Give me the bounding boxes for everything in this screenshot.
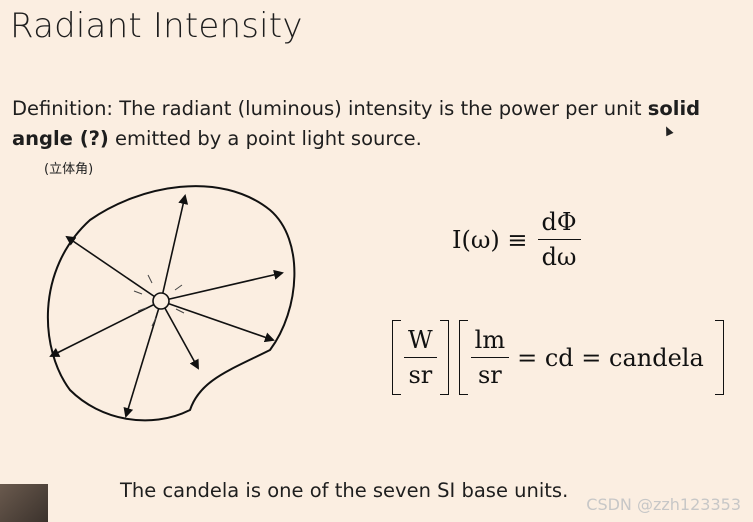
emission-ticks (133, 274, 185, 327)
unit-sr: sr (477, 361, 502, 389)
lumen-per-sr-bracket: lm sr = cd = candela (458, 320, 724, 395)
definition-text: Definition: The radiant (luminous) inten… (12, 94, 732, 154)
formula-fraction: dΦ dω (537, 208, 581, 271)
slide-title: Radiant Intensity (10, 6, 303, 46)
solid-angle-annotation: (立体角) (44, 162, 94, 177)
point-source-diagram (46, 185, 296, 422)
candela-equivalence: = cd = candela (517, 343, 704, 372)
ray-arrow (160, 194, 189, 302)
point-light-source (152, 292, 170, 310)
footer-note: The candela is one of the seven SI base … (120, 479, 569, 502)
video-thumbnail (0, 484, 48, 522)
units-formula: W sr lm sr = cd = candela (392, 320, 734, 395)
surface-boundary (46, 185, 296, 422)
intensity-formula: I(ω) ≡ dΦ dω (452, 208, 581, 271)
ray-arrow (65, 235, 162, 302)
definition-bold-term: solid angle (?) (12, 97, 701, 150)
ray-arrow (49, 300, 162, 357)
definition-suffix: emitted by a point light source. (108, 127, 422, 150)
definition-prefix: Definition: The radiant (luminous) inten… (12, 97, 648, 120)
formula-numerator: dΦ (537, 208, 581, 240)
formula-denominator: dω (541, 243, 577, 271)
unit-sr: sr (408, 361, 433, 389)
watermark: CSDN @zzh123353 (586, 495, 741, 514)
ray-arrow (160, 269, 284, 302)
unit-watt: W (404, 326, 437, 358)
ray-arrow (160, 300, 275, 343)
ray-arrow (160, 300, 199, 370)
formula-lhs: I(ω) ≡ (452, 225, 528, 254)
watt-per-sr-bracket: W sr (392, 320, 449, 395)
unit-lumen: lm (470, 326, 510, 358)
